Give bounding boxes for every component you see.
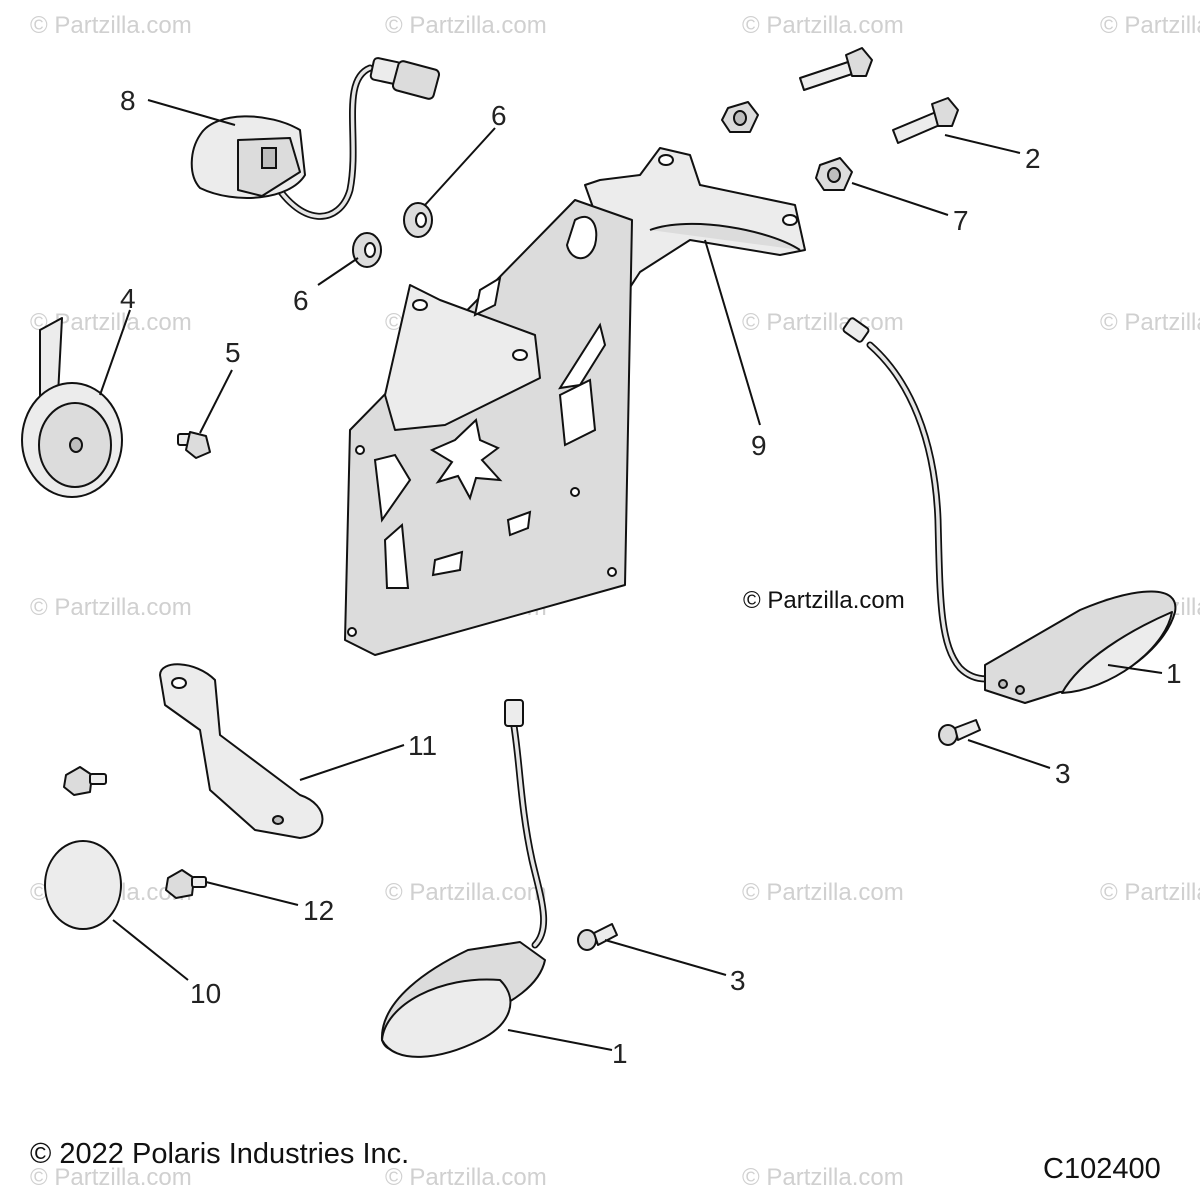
callout-2: 2 xyxy=(1025,143,1041,174)
part-4-horn xyxy=(21,317,123,498)
watermark: © Partzilla.com xyxy=(1100,879,1200,906)
watermark: © Partzilla.com xyxy=(742,309,904,336)
callout-12: 12 xyxy=(303,895,334,926)
part-3-screw xyxy=(577,923,618,951)
part-2-bolt xyxy=(799,47,873,91)
callout-11: 11 xyxy=(408,730,437,761)
part-7-nut xyxy=(721,101,759,133)
watermark: © Partzilla.com xyxy=(30,12,192,39)
watermark: © Partzilla.com xyxy=(742,12,904,39)
watermark: © Partzilla.com xyxy=(385,12,547,39)
callout-7: 7 xyxy=(953,205,969,236)
watermark: © Partzilla.com xyxy=(742,879,904,906)
part-11-reflector-bracket xyxy=(159,663,324,839)
watermark: © Partzilla.com xyxy=(1100,12,1200,39)
part-5-bolt xyxy=(177,431,211,459)
part-10-reflector xyxy=(44,840,122,930)
callout-10: 10 xyxy=(190,978,221,1009)
callout-labels: 8 6 6 2 7 4 5 9 1 3 11 12 10 3 1 xyxy=(120,85,1182,1069)
callout-3: 3 xyxy=(730,965,746,996)
callout-6: 6 xyxy=(491,100,507,131)
watermark: © Partzilla.com xyxy=(385,879,547,906)
part-9-bracket xyxy=(344,147,806,656)
callout-1: 1 xyxy=(1166,658,1182,689)
callout-3: 3 xyxy=(1055,758,1071,789)
callout-4: 4 xyxy=(120,283,136,314)
part-12-screw xyxy=(165,869,207,899)
callout-8: 8 xyxy=(120,85,136,116)
part-1-turn-signal xyxy=(380,699,548,1058)
watermark: © Partzilla.com xyxy=(385,1164,547,1191)
reflector-screw xyxy=(63,766,107,796)
callout-9: 9 xyxy=(751,430,767,461)
part-1-turn-signal xyxy=(842,317,1177,704)
watermark: © Partzilla.com xyxy=(1100,309,1200,336)
callout-5: 5 xyxy=(225,337,241,368)
part-8-license-light xyxy=(190,57,441,220)
part-3-screw xyxy=(938,719,981,746)
center-watermark: © Partzilla.com xyxy=(743,587,905,614)
drawing-code: C102400 xyxy=(1043,1153,1161,1185)
callout-1: 1 xyxy=(612,1038,628,1069)
watermark: © Partzilla.com xyxy=(30,594,192,621)
part-6-spacer xyxy=(352,232,382,268)
callout-6: 6 xyxy=(293,285,309,316)
watermark: © Partzilla.com xyxy=(30,1164,192,1191)
leader-lines xyxy=(99,99,1163,1051)
part-6-spacer xyxy=(403,202,433,238)
part-2-bolt xyxy=(892,97,959,144)
copyright-text: © 2022 Polaris Industries Inc. xyxy=(30,1138,409,1170)
watermark: © Partzilla.com xyxy=(742,1164,904,1191)
part-7-nut xyxy=(815,157,853,191)
